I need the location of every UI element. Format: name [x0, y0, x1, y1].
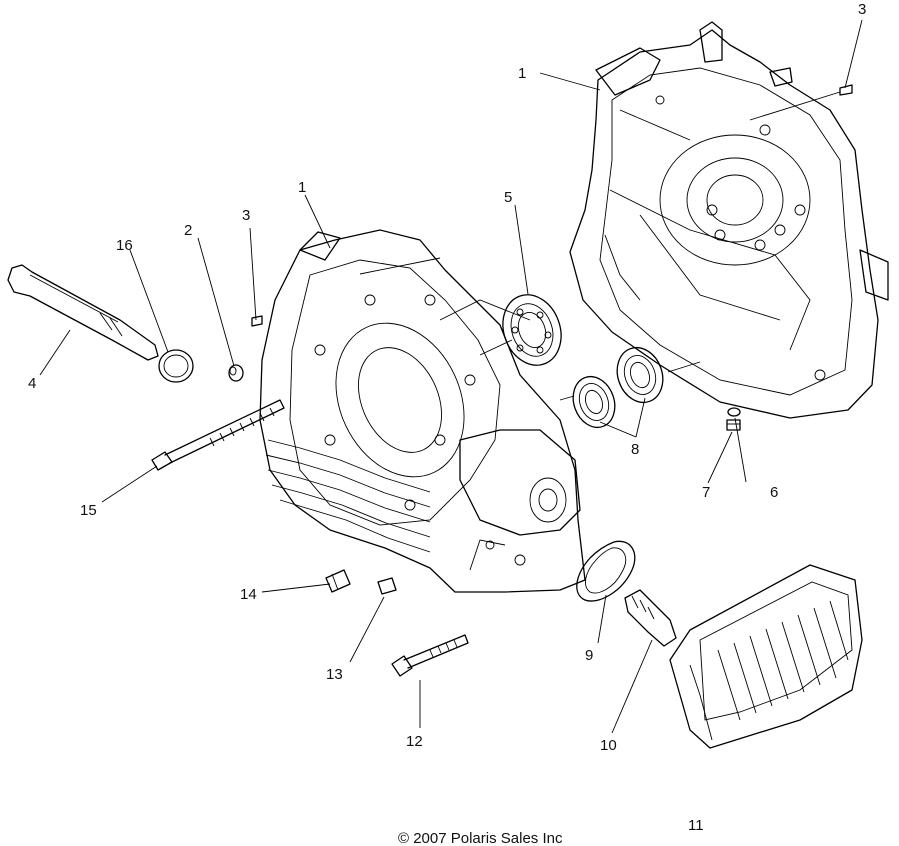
callout-11: 11: [688, 817, 704, 834]
copyright-notice: © 2007 Polaris Sales Inc: [398, 830, 563, 846]
right-crankcase-half: [569, 21, 889, 419]
callout-1-left: 1: [298, 179, 306, 196]
callout-labels: 1 1 2 3 3 4 5 6 7 8 9 10 11 12 13 14 15 …: [28, 1, 866, 834]
callout-16: 16: [116, 237, 133, 254]
part-3-pin-right: [839, 84, 853, 96]
part-9-gasket: [576, 540, 636, 602]
part-5-bearing: [502, 294, 562, 366]
part-13-dowel: [377, 577, 397, 595]
part-2-dowel: [228, 364, 244, 382]
callout-2: 2: [184, 222, 192, 239]
part-4-dipstick: [7, 264, 159, 361]
part-8-bearing-upper: [616, 346, 664, 404]
part-6-washer: [727, 407, 741, 417]
left-crankcase-half: [259, 229, 586, 593]
callout-7: 7: [702, 484, 710, 501]
part-7-plug: [726, 419, 741, 431]
callout-3-right: 3: [858, 1, 866, 18]
callout-6: 6: [770, 484, 778, 501]
part-8-bearing-lower: [572, 375, 616, 429]
callout-13: 13: [326, 666, 343, 683]
callout-14: 14: [240, 586, 257, 603]
part-14-plug: [325, 569, 351, 593]
part-16-o-ring: [158, 349, 194, 383]
callout-15: 15: [80, 502, 97, 519]
part-15-stud: [151, 399, 285, 471]
callout-1-right: 1: [518, 65, 526, 82]
callout-4: 4: [28, 375, 36, 392]
part-10-fitting: [624, 589, 677, 647]
callout-5: 5: [504, 189, 512, 206]
callout-10: 10: [600, 737, 617, 754]
part-11-cover: [669, 564, 863, 749]
leader-lines: [39, 19, 863, 734]
callout-12: 12: [406, 733, 423, 750]
part-12-bolt: [391, 634, 469, 677]
callout-3-left: 3: [242, 207, 250, 224]
part-3-pin-left: [251, 315, 263, 327]
callout-9: 9: [585, 647, 593, 664]
callout-8: 8: [631, 441, 639, 458]
